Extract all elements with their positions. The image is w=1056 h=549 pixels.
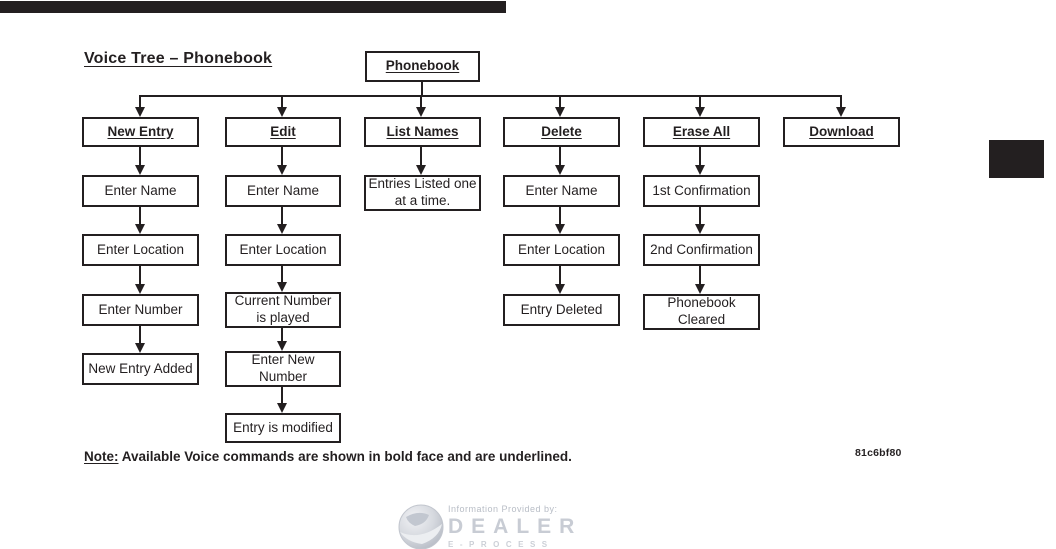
brand-subname: E-PROCESS — [448, 540, 554, 549]
connector-line — [421, 82, 423, 96]
node-erase-all-step-2: 2nd Confirmation — [643, 234, 760, 266]
node-new-entry-step-2: Enter Location — [82, 234, 199, 266]
connector-line — [281, 207, 283, 225]
arrow-down-icon — [135, 343, 145, 353]
node-download: Download — [783, 117, 900, 147]
arrow-down-icon — [836, 107, 846, 117]
note-text: Available Voice commands are shown in bo… — [118, 449, 572, 464]
connector-line — [420, 95, 422, 108]
arrow-down-icon — [277, 282, 287, 292]
node-edit-step-1: Enter Name — [225, 175, 341, 207]
node-edit: Edit — [225, 117, 341, 147]
figure-code: 81c6bf80 — [855, 447, 902, 459]
arrow-down-icon — [695, 165, 705, 175]
arrow-down-icon — [135, 284, 145, 294]
node-erase-all: Erase All — [643, 117, 760, 147]
note: Note: Available Voice commands are shown… — [84, 449, 572, 464]
arrow-down-icon — [277, 403, 287, 413]
arrow-down-icon — [555, 107, 565, 117]
connector-line — [139, 147, 141, 166]
node-delete-step-2: Enter Location — [503, 234, 620, 266]
node-edit-step-2: Enter Location — [225, 234, 341, 266]
arrow-down-icon — [277, 165, 287, 175]
arrow-down-icon — [277, 341, 287, 351]
arrow-down-icon — [555, 224, 565, 234]
node-delete: Delete — [503, 117, 620, 147]
arrow-down-icon — [695, 224, 705, 234]
provider-text: Information Provided by: DEALER E-PROCES… — [448, 504, 582, 549]
node-new-entry: New Entry — [82, 117, 199, 147]
connector-line — [840, 95, 842, 108]
connector-line — [139, 266, 141, 285]
connector-line — [140, 95, 842, 97]
arrow-down-icon — [555, 284, 565, 294]
arrow-down-icon — [135, 107, 145, 117]
arrow-down-icon — [695, 284, 705, 294]
node-erase-all-step-3: Phonebook Cleared — [643, 294, 760, 330]
note-label: Note: — [84, 449, 119, 464]
arrow-down-icon — [277, 107, 287, 117]
chapter-side-tab — [989, 140, 1044, 178]
node-edit-step-3: Current Number is played — [225, 292, 341, 328]
connector-line — [281, 147, 283, 166]
arrow-down-icon — [695, 107, 705, 117]
connector-line — [281, 95, 283, 108]
node-edit-step-4: Enter New Number — [225, 351, 341, 387]
connector-line — [281, 387, 283, 404]
globe-icon — [398, 504, 444, 549]
arrow-down-icon — [416, 165, 426, 175]
node-list-names: List Names — [364, 117, 481, 147]
node-delete-step-1: Enter Name — [503, 175, 620, 207]
connector-line — [281, 266, 283, 283]
arrow-down-icon — [555, 165, 565, 175]
connector-line — [699, 147, 701, 166]
node-erase-all-step-1: 1st Confirmation — [643, 175, 760, 207]
connector-line — [559, 266, 561, 285]
diagram-title: Voice Tree – Phonebook — [84, 50, 273, 67]
connector-line — [139, 207, 141, 225]
connector-line — [139, 326, 141, 344]
connector-line — [699, 266, 701, 285]
connector-line — [699, 95, 701, 108]
node-new-entry-step-3: Enter Number — [82, 294, 199, 326]
arrow-down-icon — [135, 165, 145, 175]
connector-line — [559, 207, 561, 225]
provided-by-label: Information Provided by: — [448, 504, 558, 514]
connector-line — [559, 147, 561, 166]
node-delete-step-3: Entry Deleted — [503, 294, 620, 326]
provider-logo: Information Provided by: DEALER E-PROCES… — [398, 504, 582, 549]
connector-line — [559, 95, 561, 108]
brand-name: DEALER — [448, 515, 583, 538]
node-new-entry-step-1: Enter Name — [82, 175, 199, 207]
arrow-down-icon — [416, 107, 426, 117]
node-new-entry-step-4: New Entry Added — [82, 353, 199, 385]
node-edit-step-5: Entry is modified — [225, 413, 341, 443]
connector-line — [420, 147, 422, 166]
node-list-names-step-1: Entries Listed one at a time. — [364, 175, 481, 211]
node-phonebook: Phonebook — [365, 51, 480, 82]
connector-line — [281, 328, 283, 342]
connector-line — [699, 207, 701, 225]
connector-line — [139, 95, 141, 108]
arrow-down-icon — [277, 224, 287, 234]
arrow-down-icon — [135, 224, 145, 234]
header-bar — [0, 1, 506, 13]
